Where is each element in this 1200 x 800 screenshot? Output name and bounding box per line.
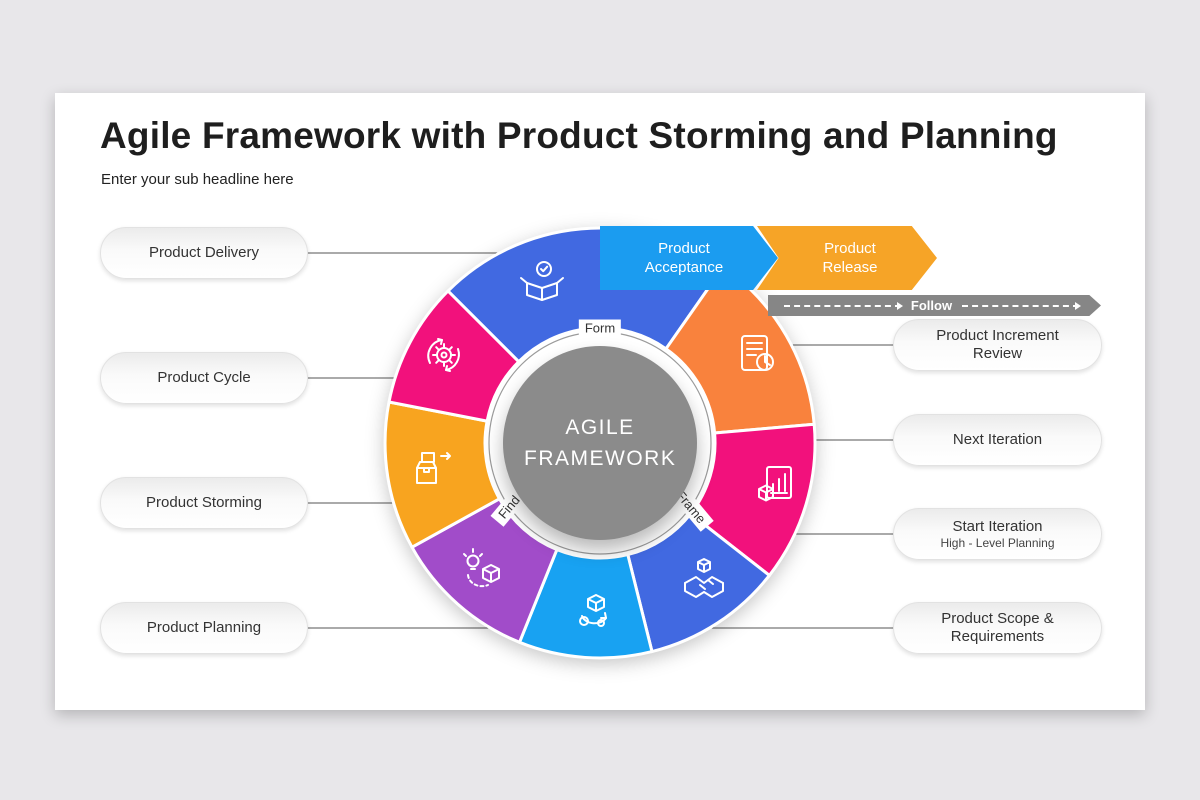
document-review-icon — [741, 335, 774, 371]
pill-product-storming: Product Storming — [100, 477, 308, 529]
process-gear-icon — [427, 338, 460, 372]
package-stack-icon — [416, 452, 451, 484]
pill-product-scope-requirements: Product Scope & Requirements — [893, 602, 1102, 654]
pill-label: Product Storming — [146, 494, 262, 511]
pill-product-cycle: Product Cycle — [100, 352, 308, 404]
pill-label: Product Increment Review — [936, 327, 1059, 362]
banner-label: Product Release — [822, 239, 878, 277]
pill-label: Product Scope & Requirements — [941, 610, 1054, 645]
recycle-box-icon — [579, 594, 607, 627]
follow-arrow-bar: Follow — [768, 295, 1101, 316]
pill-product-increment-review: Product Increment Review — [893, 319, 1102, 371]
dashed-arrow-icon — [784, 301, 903, 310]
connector-lines — [308, 252, 895, 629]
banner-product-acceptance: Product Acceptance — [600, 226, 778, 290]
page-subtitle: Enter your sub headline here — [101, 171, 294, 188]
pill-product-delivery: Product Delivery — [100, 227, 308, 279]
pill-label: Start Iteration — [952, 517, 1043, 535]
open-box-check-icon — [520, 261, 564, 301]
pill-product-planning: Product Planning — [100, 602, 308, 654]
pill-next-iteration: Next Iteration — [893, 414, 1102, 466]
pill-start-iteration: Start Iteration High - Level Planning — [893, 508, 1102, 560]
pill-label: Product Planning — [146, 619, 262, 636]
pill-sublabel: High - Level Planning — [940, 535, 1055, 550]
center-circle: AGILE FRAMEWORK — [503, 346, 697, 540]
report-chart-icon — [758, 466, 792, 502]
banner-label: Product Acceptance — [644, 239, 724, 277]
handshake-box-icon — [684, 558, 724, 598]
dashed-arrow-icon — [962, 301, 1081, 310]
follow-label: Follow — [910, 298, 953, 313]
idea-box-icon — [463, 548, 500, 588]
pill-label: Next Iteration — [952, 431, 1043, 448]
pill-label: Product Delivery — [148, 244, 260, 261]
ring-label-form: Form — [578, 319, 622, 337]
center-label: AGILE FRAMEWORK — [524, 415, 677, 471]
pill-label: Product Cycle — [157, 369, 251, 386]
page-title: Agile Framework with Product Storming an… — [100, 115, 1058, 156]
slide-canvas: Agile Framework with Product Storming an… — [55, 93, 1145, 710]
banner-product-release: Product Release — [757, 226, 937, 290]
